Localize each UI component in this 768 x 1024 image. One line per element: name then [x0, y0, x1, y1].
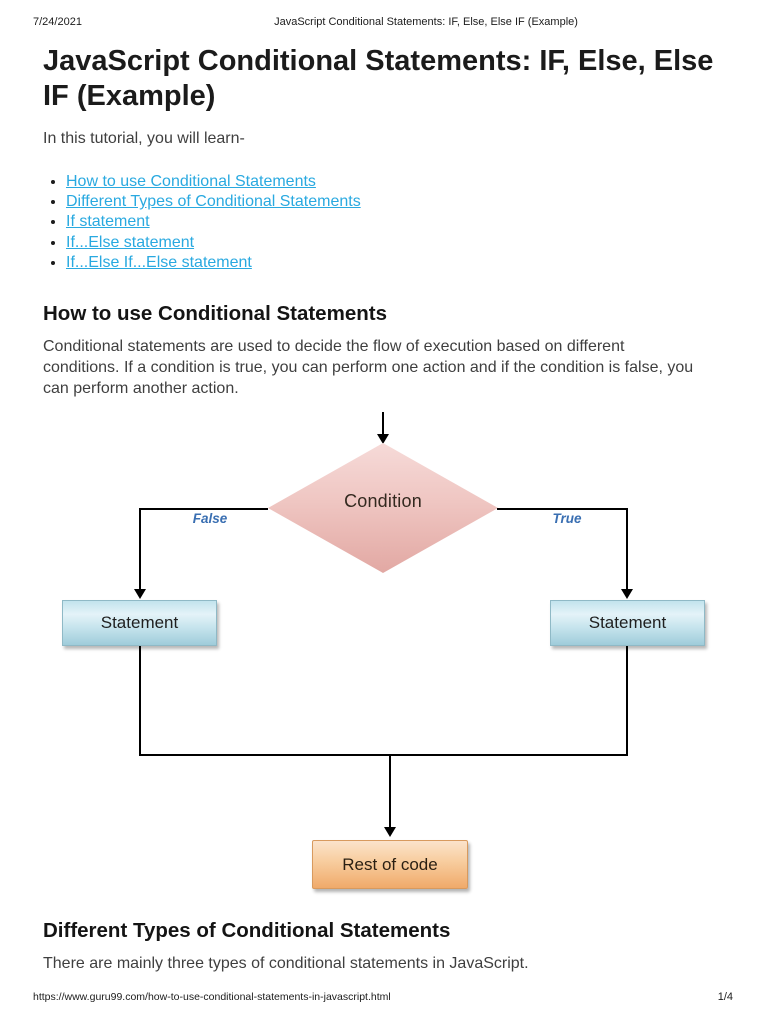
toc-item: Different Types of Conditional Statement…	[66, 192, 647, 212]
intro-text: In this tutorial, you will learn-	[43, 130, 245, 147]
condition-label: Condition	[344, 490, 422, 511]
statement-label: Statement	[100, 613, 179, 632]
arrowhead-down-icon	[384, 827, 396, 837]
statement-box-true: Statement	[550, 600, 705, 646]
toc-list: How to use Conditional Statements Differ…	[47, 172, 647, 273]
toc-link-if-else-if-statement[interactable]: If...Else If...Else statement	[66, 253, 252, 271]
rest-of-code-box: Rest of code	[312, 840, 468, 889]
toc-link-how-to-use[interactable]: How to use Conditional Statements	[66, 173, 316, 190]
statement-label: Statement	[588, 613, 667, 632]
true-branch-label: True	[552, 511, 582, 526]
false-branch-label: False	[192, 511, 228, 526]
arrowhead-down-icon	[621, 589, 633, 599]
toc-link-if-else-statement[interactable]: If...Else statement	[66, 233, 195, 251]
toc-link-different-types[interactable]: Different Types of Conditional Statement…	[66, 193, 361, 211]
toc-item: If...Else If...Else statement	[66, 253, 647, 273]
connector-line-true-vertical	[626, 508, 628, 591]
page-title: JavaScript Conditional Statements: IF, E…	[43, 45, 714, 112]
toc-item: If...Else statement	[66, 233, 647, 253]
arrowhead-down-icon	[377, 434, 389, 444]
print-footer-url: https://www.guru99.com/how-to-use-condit…	[33, 991, 391, 1003]
section-body-how-to-use: Conditional statements are used to decid…	[43, 338, 694, 397]
rest-of-code-label: Rest of code	[342, 854, 438, 874]
section-heading-different-types: Different Types of Conditional Statement…	[43, 919, 451, 942]
flowchart-condition-diamond: Condition	[268, 443, 498, 573]
connector-line-entry	[382, 412, 384, 435]
section-body-different-types: There are mainly three types of conditio…	[43, 955, 529, 972]
print-header-title: JavaScript Conditional Statements: IF, E…	[274, 16, 578, 28]
arrowhead-down-icon	[134, 589, 146, 599]
connector-line-merge	[139, 754, 628, 756]
print-header-date: 7/24/2021	[33, 16, 82, 28]
section-heading-how-to-use: How to use Conditional Statements	[43, 302, 387, 325]
connector-line-rest	[389, 754, 391, 829]
connector-line-false-vertical	[139, 508, 141, 591]
connector-line-true-horizontal	[497, 508, 628, 510]
toc-item: If statement	[66, 212, 647, 232]
toc-link-if-statement[interactable]: If statement	[66, 213, 150, 231]
statement-box-false: Statement	[62, 600, 217, 646]
print-footer-page-number: 1/4	[717, 991, 733, 1003]
connector-line-false-horizontal	[140, 508, 268, 510]
connector-line-left-down	[139, 646, 141, 756]
connector-line-right-down	[626, 646, 628, 756]
toc-item: How to use Conditional Statements	[66, 172, 647, 192]
